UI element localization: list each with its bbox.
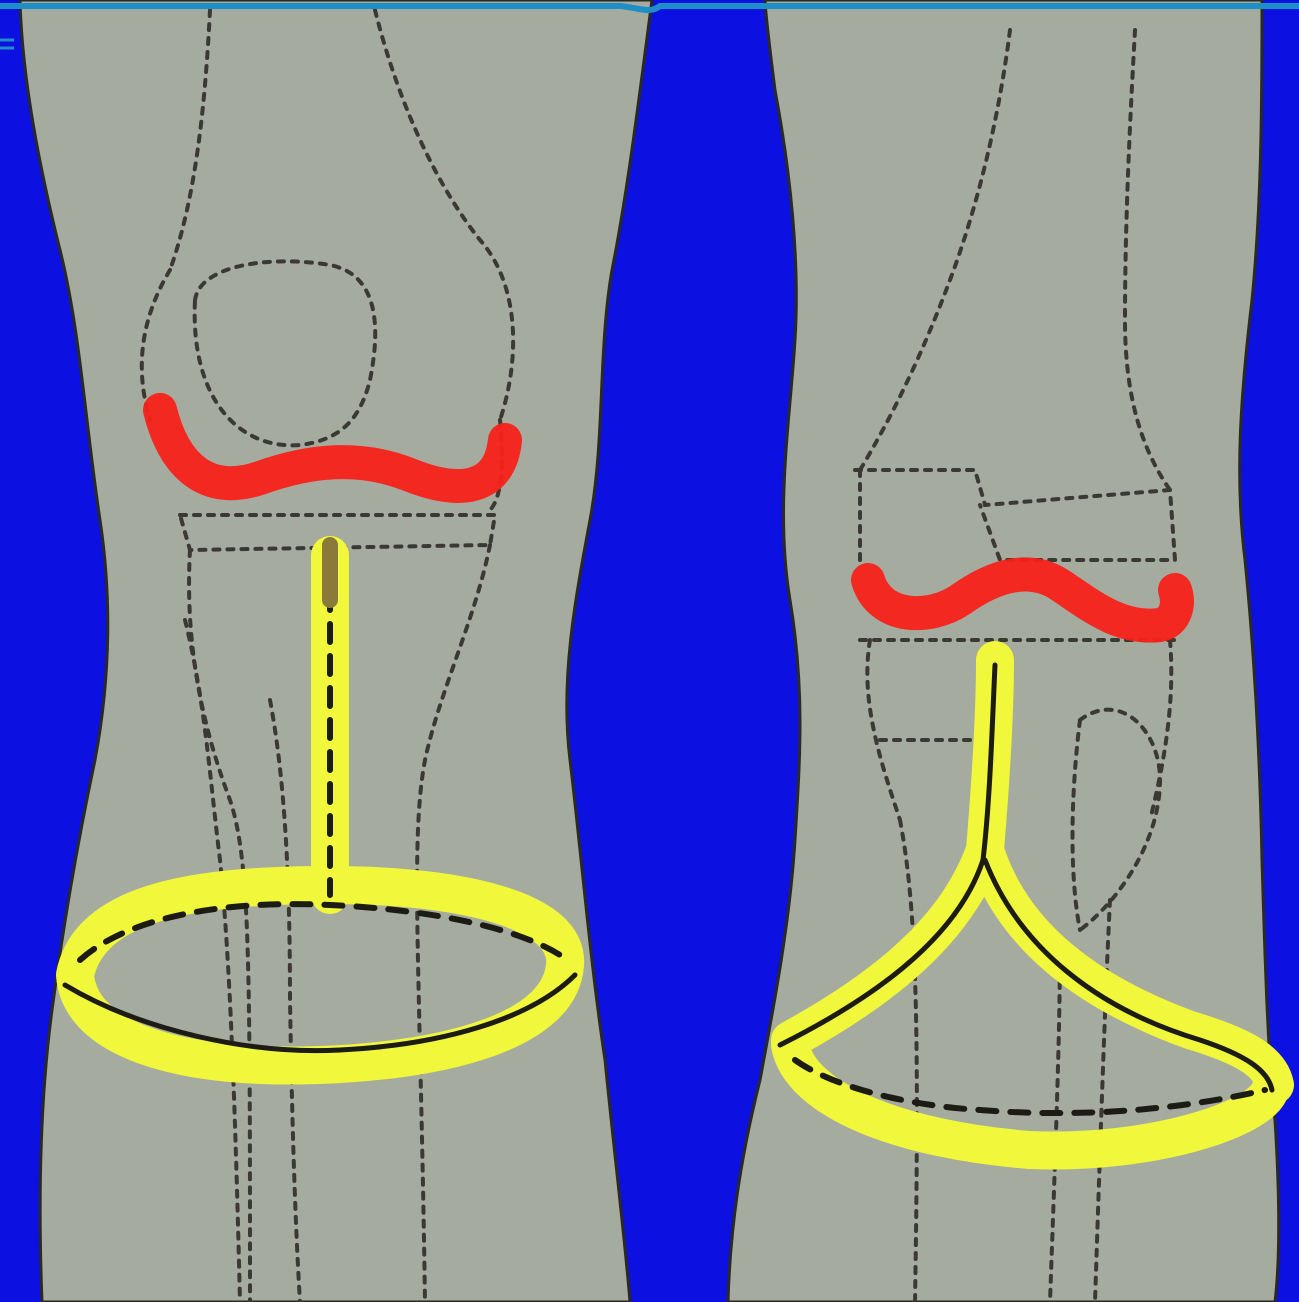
right-knee-panel xyxy=(728,0,1279,1302)
left-knee-panel xyxy=(20,0,652,1302)
